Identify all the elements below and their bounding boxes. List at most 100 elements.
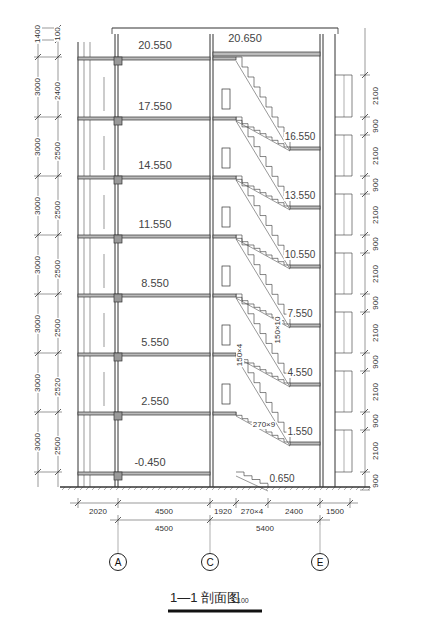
drawing-line xyxy=(35,469,41,475)
drawing-line xyxy=(344,430,345,472)
drawing-line xyxy=(278,363,284,364)
drawing-line xyxy=(272,166,273,176)
drawing-line xyxy=(242,235,243,245)
drawing-line xyxy=(266,134,267,137)
drawing-line xyxy=(278,235,279,245)
drawing-line xyxy=(260,87,261,97)
dimension-text: 4500 xyxy=(154,525,174,533)
drawing-line xyxy=(254,314,255,324)
drawing-line xyxy=(335,75,352,76)
drawing-line xyxy=(278,186,284,187)
slab xyxy=(222,325,230,345)
drawing-line xyxy=(254,307,260,308)
slab xyxy=(78,117,210,120)
dimension-text: 2500 xyxy=(54,200,62,220)
drawing-line xyxy=(260,392,266,393)
dimension-text: 3000 xyxy=(34,196,42,216)
dimension-text: 3000 xyxy=(34,137,42,157)
drawing-line xyxy=(260,130,261,133)
drawing-line xyxy=(284,265,290,266)
dimension-text: 1500 xyxy=(325,508,345,516)
drawing-line xyxy=(112,27,338,28)
drawing-line xyxy=(140,487,143,490)
drawing-line xyxy=(236,297,242,298)
elevation-mark: 10.550 xyxy=(284,250,317,260)
drawing-line xyxy=(35,114,41,120)
elevation-mark: 7.550 xyxy=(286,309,313,319)
drawing-line xyxy=(344,135,345,176)
drawing-line xyxy=(272,435,278,436)
dimension-text: 100 xyxy=(54,26,62,41)
drawing-line xyxy=(272,294,278,295)
drawing-line xyxy=(104,77,105,111)
elevation-mark: 8.550 xyxy=(140,278,170,289)
elevation-mark: 16.550 xyxy=(284,132,317,142)
drawing-line xyxy=(266,193,267,196)
drawing-line xyxy=(248,136,254,137)
drawing-line xyxy=(362,409,368,415)
drawing-line xyxy=(335,34,336,487)
drawing-line xyxy=(55,54,61,60)
drawing-line xyxy=(272,176,278,177)
grid-label: A xyxy=(115,557,122,568)
slab xyxy=(114,472,122,480)
drawing-line xyxy=(272,314,273,317)
dimension-text: 2100 xyxy=(372,86,380,106)
drawing-line xyxy=(335,135,352,136)
drawing-line xyxy=(266,284,272,285)
drawing-line xyxy=(266,429,267,432)
drawing-line xyxy=(254,264,260,265)
drawing-line xyxy=(176,487,179,490)
drawing-line xyxy=(266,97,267,107)
drawing-line xyxy=(35,54,41,60)
dimension-text: 2500 xyxy=(54,318,62,338)
slab xyxy=(213,235,236,238)
drawing-line xyxy=(248,360,249,363)
slab xyxy=(213,412,236,415)
drawing-line xyxy=(236,294,242,295)
drawing-line xyxy=(55,114,61,120)
drawing-line xyxy=(266,334,267,344)
drawing-line xyxy=(254,323,260,324)
drawing-line xyxy=(266,343,272,344)
drawing-line xyxy=(272,432,273,435)
dimension-text: 2100 xyxy=(372,441,380,461)
drawing-line xyxy=(260,383,261,393)
drawing-line xyxy=(236,61,290,151)
grid-label: C xyxy=(206,557,213,568)
drawing-line xyxy=(254,382,260,383)
drawing-line xyxy=(338,28,339,34)
drawing-line xyxy=(266,487,269,490)
drawing-line xyxy=(362,232,368,238)
drawing-line xyxy=(344,371,345,412)
drawing-line xyxy=(55,291,61,297)
drawing-line xyxy=(233,500,239,506)
drawing-line xyxy=(236,57,242,58)
drawing-line xyxy=(272,235,278,236)
drawing-line xyxy=(254,137,255,147)
drawing-line xyxy=(260,251,266,252)
drawing-line xyxy=(244,475,252,476)
drawing-line xyxy=(98,487,101,490)
elevation-mark: 13.550 xyxy=(284,191,317,201)
slab xyxy=(213,117,236,120)
elevation-mark: 20.550 xyxy=(137,40,173,51)
drawing-line xyxy=(122,487,125,490)
drawing-line xyxy=(260,324,261,334)
drawing-line xyxy=(272,199,278,200)
drawing-line xyxy=(236,121,290,210)
drawing-line xyxy=(272,373,273,376)
drawing-line xyxy=(344,194,345,235)
drawing-line xyxy=(254,366,260,367)
drawing-line xyxy=(242,303,248,304)
drawing-line xyxy=(352,371,353,412)
drawing-line xyxy=(284,321,285,324)
drawing-line xyxy=(35,350,41,356)
drawing-line xyxy=(335,235,352,236)
drawing-line xyxy=(115,500,121,506)
drawing-line xyxy=(248,127,254,128)
dimension-text: 2500 xyxy=(54,436,62,456)
dimension-text: 2500 xyxy=(54,141,62,161)
drawing-line xyxy=(200,487,203,490)
drawing-line xyxy=(335,176,352,177)
